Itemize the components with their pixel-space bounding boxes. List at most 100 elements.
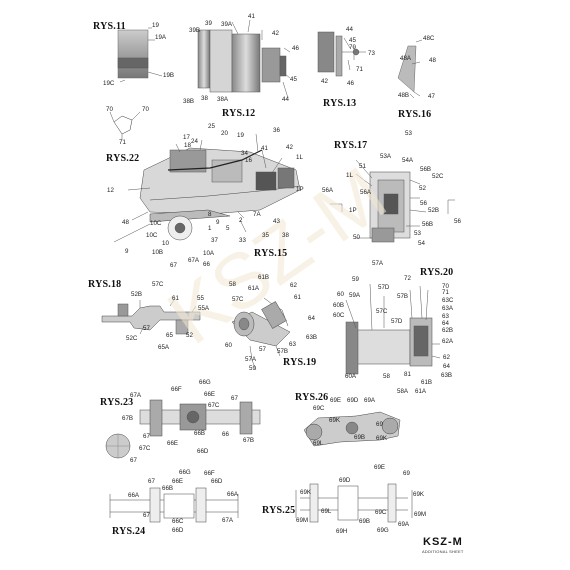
part-label: 69 [403, 470, 410, 477]
part-label: 63B [441, 372, 453, 379]
part-label: 69B [359, 518, 371, 525]
part-label: 67 [143, 433, 150, 440]
part-label: 38 [201, 95, 208, 102]
part-label: 2 [239, 217, 243, 224]
part-label: 70 [349, 44, 356, 51]
part-label: 57 [143, 325, 150, 332]
part-label: 56B [420, 166, 432, 173]
part-label: 18 [184, 142, 191, 149]
part-label: 66E [172, 478, 184, 485]
part-label: 12 [107, 187, 114, 194]
part-label: 66D [211, 478, 223, 485]
part-label: 52C [432, 173, 444, 180]
part-label: 66D [172, 527, 184, 534]
part-label: 69L [321, 508, 332, 515]
part-label: 61 [294, 294, 301, 301]
part-label: 69E [374, 464, 386, 471]
part-label: 35 [262, 232, 269, 239]
part-label: 67 [143, 512, 150, 519]
part-label: 37 [211, 237, 218, 244]
part-label: 69D [339, 477, 351, 484]
part-label: 67 [170, 262, 177, 269]
part-label: 66D [197, 448, 209, 455]
part-label: 70 [442, 283, 449, 290]
part-label: 45 [290, 76, 297, 83]
part-label: 54 [418, 240, 425, 247]
part-label: 66 [203, 261, 210, 268]
part-label: 52C [126, 335, 138, 342]
part-label: 66E [167, 440, 179, 447]
part-label: 69K [329, 417, 341, 424]
part-label: 70 [142, 106, 149, 113]
part-label: 1P [296, 186, 304, 193]
part-label: 10C [146, 232, 158, 239]
part-label: 73 [368, 50, 375, 57]
part-label: 57B [397, 293, 409, 300]
part-label: 66F [204, 470, 215, 477]
part-label: 38A [217, 96, 229, 103]
part-label: 62B [442, 327, 454, 334]
part-label: 69C [375, 509, 387, 516]
part-label: 64 [308, 315, 315, 322]
figure-title-rys18: RYS.18 [88, 279, 122, 290]
part-label: 61A [248, 285, 260, 292]
part-label: 24 [191, 138, 198, 145]
part-label: 69K [376, 435, 388, 442]
part-label: 1P [349, 207, 357, 214]
part-label: 66B [194, 430, 206, 437]
part-label: 67 [130, 457, 137, 464]
part-label: 66E [204, 391, 216, 398]
part-label: 63 [289, 341, 296, 348]
part-label: 52B [428, 207, 440, 214]
figure-title-rys22: RYS.22 [106, 153, 140, 164]
part-label: 67A [188, 257, 200, 264]
part-label: 58 [383, 373, 390, 380]
part-label: 52 [186, 332, 193, 339]
part-label: 65 [166, 332, 173, 339]
part-label: 71 [442, 289, 449, 296]
part-label: 59 [352, 276, 359, 283]
part-label: 67B [122, 415, 134, 422]
part-label: 56A [322, 187, 334, 194]
figure-title-rys11: RYS.11 [93, 21, 126, 32]
part-label: 69D [347, 397, 359, 404]
part-label: 39B [189, 27, 201, 34]
part-label: 60A [345, 373, 357, 380]
figure-title-rys24: RYS.24 [112, 526, 146, 537]
part-label: 36 [273, 127, 280, 134]
part-label: 63 [442, 313, 449, 320]
part-label: 62 [443, 354, 450, 361]
part-label: 57C [232, 296, 244, 303]
part-label: 1L [346, 172, 353, 179]
part-label: 46 [347, 80, 354, 87]
part-label: 62 [290, 282, 297, 289]
part-label: 58 [229, 281, 236, 288]
part-label: 48A [400, 55, 412, 62]
part-label: 16 [245, 157, 252, 164]
part-label: 48B [398, 92, 410, 99]
part-label: 67A [222, 517, 234, 524]
part-label: 66C [172, 518, 184, 525]
part-label: 47 [428, 93, 435, 100]
part-label: 39A [221, 21, 233, 28]
part-label: 62A [442, 338, 454, 345]
part-label: 43 [273, 218, 280, 225]
part-label: 66 [222, 431, 229, 438]
part-label: 66A [227, 491, 239, 498]
part-label: 69M [414, 511, 427, 518]
part-label: 71 [119, 139, 126, 146]
part-label: 41 [248, 13, 255, 20]
part-label: 10C [150, 220, 162, 227]
part-label: 57C [152, 281, 164, 288]
part-label: 25 [208, 123, 215, 130]
part-label: 63C [442, 297, 454, 304]
part-label: 59 [249, 365, 256, 372]
figure-title-rys13: RYS.13 [323, 98, 357, 109]
part-label: 60B [333, 302, 345, 309]
figure-title-rys17: RYS.17 [334, 140, 368, 151]
part-label: 50 [353, 234, 360, 241]
part-label: 69A [364, 397, 376, 404]
part-label: 34 [241, 150, 248, 157]
